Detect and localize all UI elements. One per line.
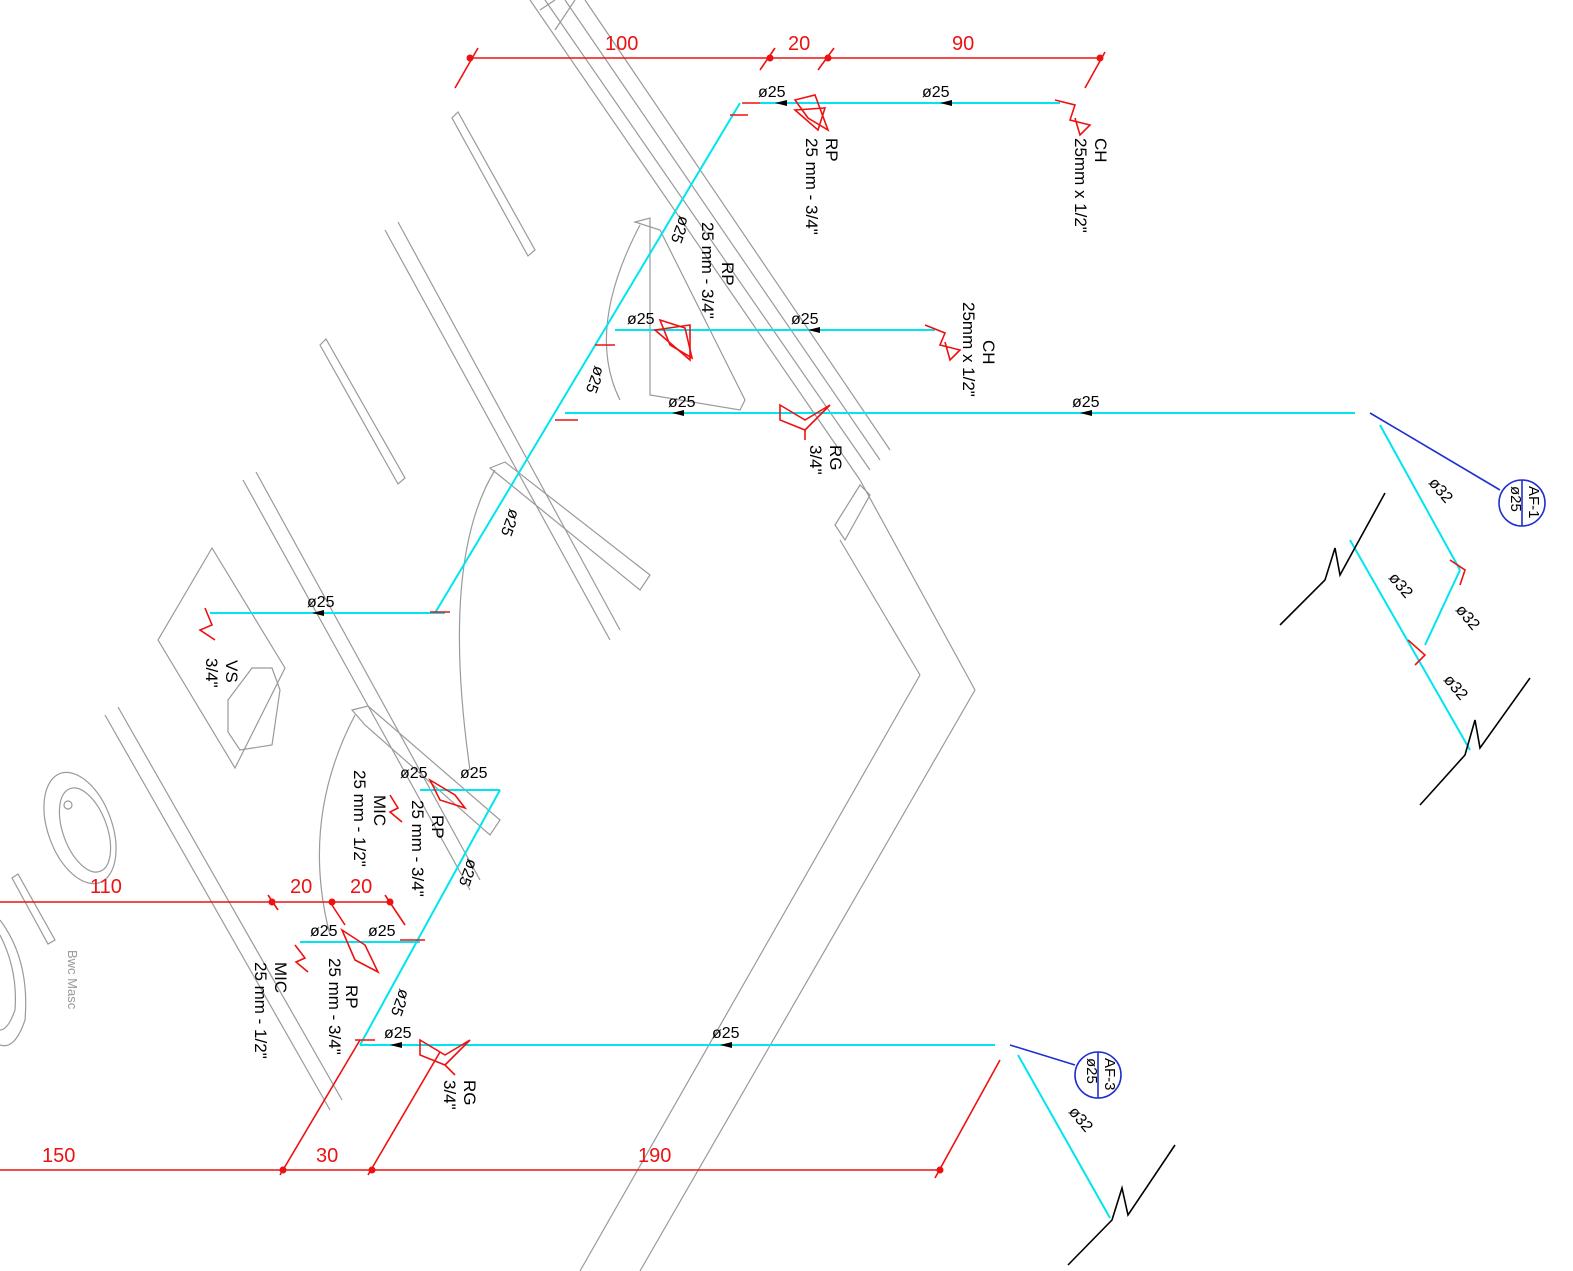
dimension-lines [0,47,1106,1179]
af-1-id: AF-1 [1525,486,1542,519]
pipe-label: ø25 [455,857,480,889]
dim-bot-150: 150 [42,1145,75,1167]
tag-rg-lower: RG [460,1080,479,1106]
pipe-network [210,102,1471,1219]
tag-vs: VS [222,660,241,683]
tag-rg-upper-size: 3/4" [806,445,825,475]
valve-symbols [198,94,1466,1076]
pipe-label: ø25 [460,765,488,782]
pipe-label: ø25 [1072,394,1100,411]
pipe-label: ø25 [310,923,338,940]
pipe-label: ø25 [387,987,412,1019]
tag-rp-lower: RP [428,815,447,839]
pipe-label: ø32 [1425,475,1456,507]
tag-ch-mid-size: 25mm x 1/2" [959,302,978,397]
tag-rg-upper: RG [826,445,845,471]
dim-mid-20b: 20 [350,876,372,898]
pipe-label: ø32 [1385,570,1416,602]
tag-rp-bottom: RP [342,985,361,1009]
tag-mic-upper-size: 25 mm - 1/2" [350,770,369,867]
dim-bot-30: 30 [316,1145,338,1167]
pipe-label: ø25 [791,311,819,328]
tag-mic-lower-size: 25 mm - 1/2" [251,962,270,1059]
pipe-label: ø32 [1065,1104,1096,1136]
pipe-label: ø25 [758,84,786,101]
dim-top-100: 100 [605,33,638,55]
tag-ch-top: CH [1091,138,1110,163]
tag-rp-top: RP [822,138,841,162]
pipe-label: ø25 [497,507,522,539]
pipe-label: ø25 [368,923,396,940]
tag-vs-size: 3/4" [202,658,221,688]
pipe-label: ø25 [712,1025,740,1042]
dim-top-20: 20 [788,33,810,55]
pipe-label: ø25 [384,1025,412,1042]
tag-ch-top-size: 25mm x 1/2" [1071,138,1090,233]
pipe-label: ø32 [1440,672,1471,704]
tag-rp-mid-size: 25 mm - 3/4" [698,222,717,319]
tag-rp-lower-size: 25 mm - 3/4" [408,800,427,897]
pipe-label: ø25 [668,394,696,411]
tag-rg-lower-size: 3/4" [440,1080,459,1110]
pipe-label: ø25 [400,765,428,782]
equipment-markers [1009,412,1546,1099]
dim-mid-20a: 20 [290,876,312,898]
walls-layer [0,0,976,1271]
dim-mid-110: 110 [90,876,122,898]
pipe-label: ø25 [307,594,335,611]
pipe-label: ø32 [1452,602,1483,634]
tag-ch-mid: CH [979,340,998,365]
af-3-id: AF-3 [1101,1058,1118,1091]
pipe-label: ø25 [627,311,655,328]
af-3-diameter: ø25 [1083,1058,1100,1084]
break-lines [1067,492,1531,1266]
tag-rp-bottom-size: 25 mm - 3/4" [325,958,344,1055]
af-1-diameter: ø25 [1507,486,1524,512]
dim-bot-190: 190 [638,1145,671,1167]
tag-rp-top-size: 25 mm - 3/4" [802,138,821,235]
pipe-label: ø25 [582,364,607,396]
flow-arrows [312,100,1092,1048]
tag-mic-upper: MIC [370,795,389,826]
dim-top-90: 90 [952,33,974,55]
room-label: Bwc Masc [65,950,80,1010]
pipe-label: ø25 [922,84,950,101]
tag-mic-lower: MIC [271,962,290,993]
tag-rp-mid: RP [718,262,737,286]
